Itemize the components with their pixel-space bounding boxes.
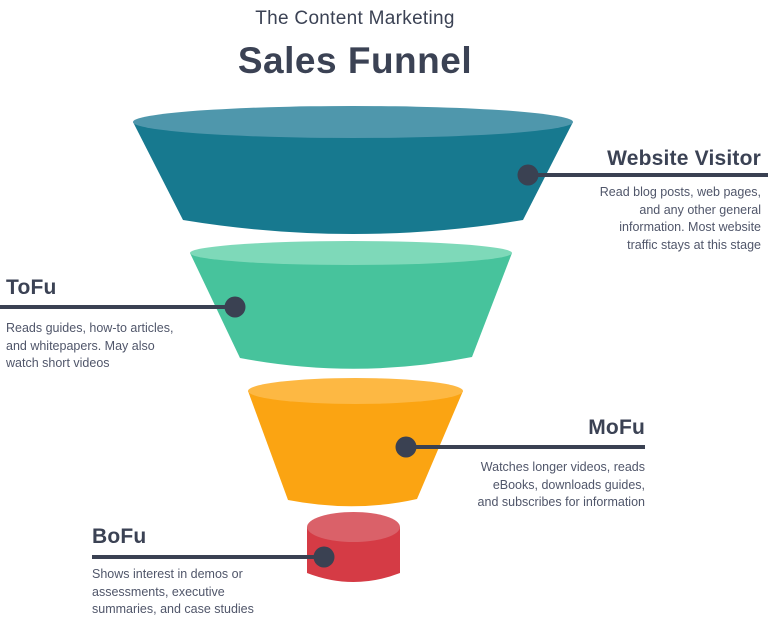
funnel-stage-tofu-body [190, 253, 512, 369]
callout-dot-website-visitor-icon [517, 164, 539, 186]
stage-description-tofu: Reads guides, how-to articles, and white… [6, 321, 174, 370]
funnel-stage-website-visitor-top [133, 106, 573, 138]
funnel-stage-website-visitor-body [133, 122, 573, 234]
stage-label-website-visitor: Website Visitor [607, 147, 761, 170]
callout-dot-tofu-icon [224, 296, 246, 318]
stage-label-mofu: MoFu [588, 416, 645, 439]
funnel-stage-bofu-top [307, 512, 400, 542]
stage-label-bofu: BoFu [92, 525, 147, 548]
page-title: Sales Funnel [237, 40, 473, 81]
stage-description-bofu: Shows interest in demos or assessments, … [92, 567, 254, 616]
callout-dot-bofu-icon [313, 546, 335, 568]
funnel-stage-bofu-body [307, 527, 400, 582]
funnel-stage-mofu-body [248, 391, 463, 507]
stage-description-mofu: Watches longer videos, reads eBooks, dow… [477, 460, 645, 509]
callout-dot-mofu-icon [395, 436, 417, 458]
funnel-stage-tofu-top [190, 241, 512, 265]
stage-description-website-visitor: Read blog posts, web pages, and any othe… [599, 185, 761, 252]
funnel-stage-mofu-top [248, 378, 463, 404]
stage-label-tofu: ToFu [6, 276, 57, 299]
header-subtitle: The Content Marketing [255, 8, 455, 29]
